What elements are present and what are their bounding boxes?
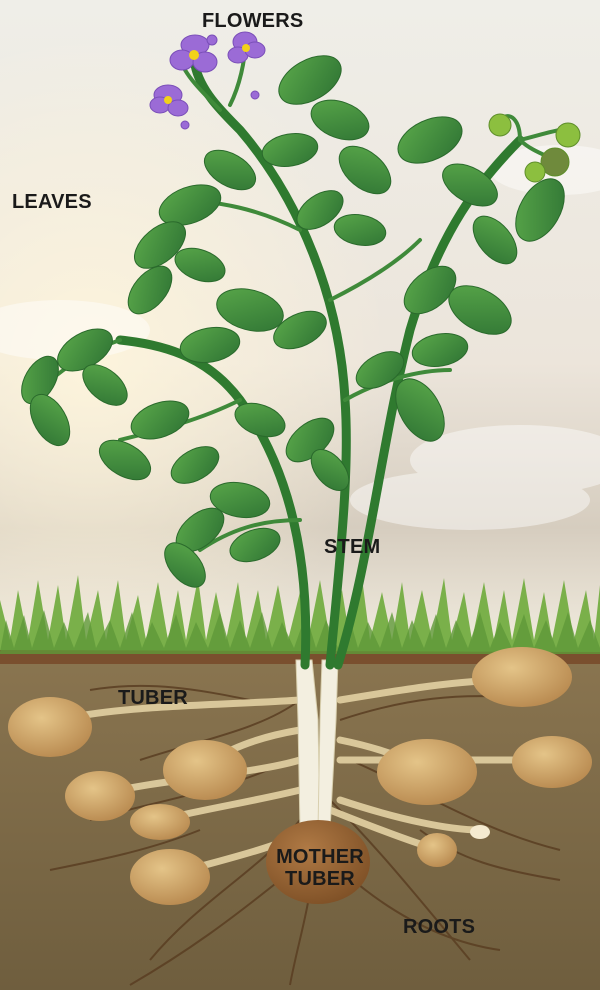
label-flowers: FLOWERS [202,10,303,32]
label-stem: STEM [324,536,380,558]
label-mother-tuber: MOTHER TUBER [262,846,378,890]
label-mother-tuber-line1: MOTHER [262,846,378,868]
label-roots: ROOTS [403,916,475,938]
label-mother-tuber-line2: TUBER [262,868,378,890]
label-leaves: LEAVES [12,191,92,213]
label-tuber: TUBER [118,687,188,709]
